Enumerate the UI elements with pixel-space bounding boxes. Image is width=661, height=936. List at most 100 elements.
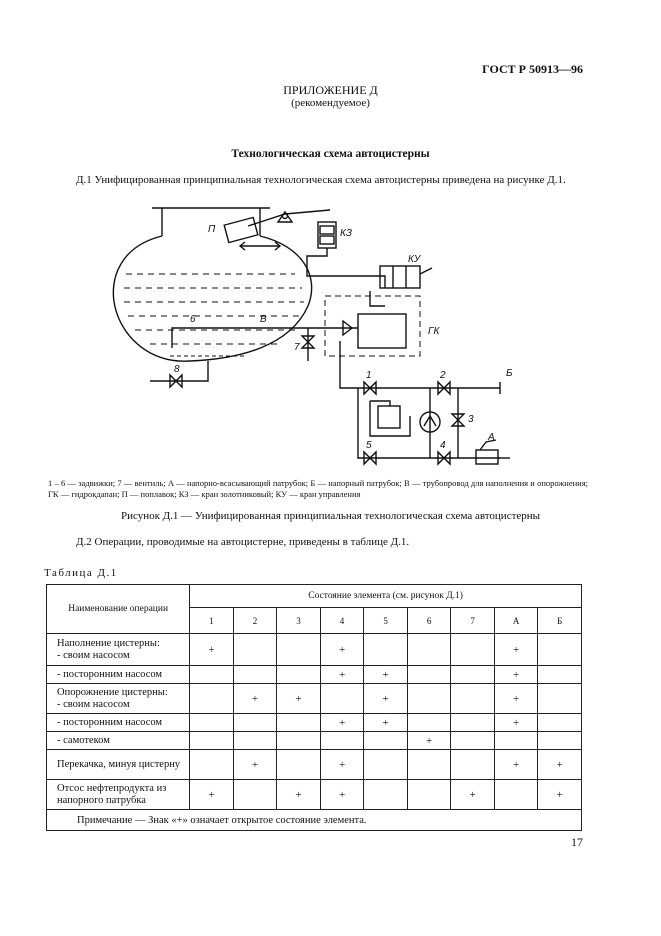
state-cell: + bbox=[232, 683, 278, 714]
label-gk: ГК bbox=[428, 326, 440, 337]
state-cell bbox=[450, 665, 495, 684]
label-kz: КЗ bbox=[340, 228, 352, 239]
operation-name: Отсос нефтепродукта из напорного патрубк… bbox=[45, 779, 191, 810]
state-cell bbox=[450, 713, 495, 732]
process-diagram: П КЗ КУ ГК В Б А 1 2 3 4 5 6 7 8 bbox=[112, 207, 513, 466]
state-cell bbox=[406, 749, 452, 780]
state-cell: + bbox=[406, 731, 452, 750]
table-note: Примечание — Знак «+» означает открытое … bbox=[46, 809, 582, 831]
state-cell: + bbox=[319, 749, 365, 780]
state-cell: + bbox=[450, 779, 495, 810]
valve-ku bbox=[369, 265, 433, 307]
table-row: Опорожнение цистерны: - своим насосом+++… bbox=[45, 683, 582, 714]
state-cell: + bbox=[537, 749, 582, 780]
state-cell bbox=[276, 749, 321, 780]
state-cell bbox=[232, 779, 278, 810]
section-title: Технологическая схема автоцистерны bbox=[231, 148, 430, 160]
appendix-heading: ПРИЛОЖЕНИЕ Д (рекомендуемое) bbox=[0, 84, 661, 110]
state-cell bbox=[276, 731, 321, 750]
tank bbox=[112, 207, 340, 362]
appendix-title: ПРИЛОЖЕНИЕ Д bbox=[283, 83, 378, 97]
state-cell bbox=[319, 731, 365, 750]
label-v: В bbox=[260, 314, 267, 325]
label-a: А bbox=[487, 432, 495, 443]
appendix-subtitle: (рекомендуемое) bbox=[291, 97, 370, 109]
note-row: Примечание — Знак «+» означает открытое … bbox=[46, 809, 582, 831]
table-row: Отсос нефтепродукта из напорного патрубк… bbox=[45, 779, 582, 810]
drain-line bbox=[150, 361, 209, 389]
state-cell bbox=[276, 665, 321, 684]
state-cell bbox=[406, 665, 452, 684]
column-header: Б bbox=[537, 607, 582, 634]
state-cell bbox=[406, 713, 452, 732]
state-cell bbox=[406, 683, 452, 714]
state-cell bbox=[232, 633, 278, 666]
state-cell bbox=[189, 683, 234, 714]
operation-name: - посторонним насосом bbox=[45, 665, 191, 684]
state-cell: + bbox=[493, 749, 539, 780]
pump-circuit bbox=[339, 341, 510, 466]
state-cell bbox=[450, 633, 495, 666]
operation-name: Опорожнение цистерны: - своим насосом bbox=[45, 683, 191, 714]
label-p: П bbox=[208, 224, 216, 235]
column-header: 4 bbox=[319, 607, 365, 634]
state-cell: + bbox=[319, 713, 365, 732]
state-cell bbox=[189, 665, 234, 684]
column-header: 1 bbox=[189, 607, 234, 634]
float-p bbox=[223, 209, 331, 251]
state-cell: + bbox=[537, 779, 582, 810]
state-cell bbox=[537, 665, 582, 684]
state-cell: + bbox=[319, 779, 365, 810]
column-header: 6 bbox=[406, 607, 452, 634]
state-cell bbox=[406, 779, 452, 810]
label-8: 8 bbox=[174, 364, 180, 375]
standard-header: ГОСТ Р 50913—96 bbox=[482, 62, 583, 76]
state-cell: + bbox=[276, 683, 321, 714]
state-cell bbox=[232, 713, 278, 732]
state-cell bbox=[363, 633, 408, 666]
element-state-header: Состояние элемента (см. рисунок Д.1) bbox=[189, 583, 582, 609]
state-cell bbox=[537, 633, 582, 666]
label-2: 2 bbox=[439, 370, 446, 381]
table-row: Перекачка, минуя цистерну++++ bbox=[45, 749, 582, 780]
label-3: 3 bbox=[468, 414, 474, 425]
state-cell: + bbox=[493, 683, 539, 714]
operation-name: Наполнение цистерны: - своим насосом bbox=[45, 633, 191, 666]
state-cell: + bbox=[363, 683, 408, 714]
operation-name: - самотеком bbox=[45, 731, 191, 750]
table-row: Наполнение цистерны: - своим насосом+++ bbox=[45, 633, 582, 666]
state-cell bbox=[450, 731, 495, 750]
state-cell bbox=[537, 713, 582, 732]
state-cell bbox=[363, 731, 408, 750]
state-cell: + bbox=[319, 665, 365, 684]
figure-caption: Рисунок Д.1 — Унифицированная принципиал… bbox=[120, 510, 541, 522]
table-row: - посторонним насосом+++ bbox=[45, 665, 582, 684]
label-4: 4 bbox=[440, 440, 446, 451]
valve-7 bbox=[300, 328, 316, 361]
label-1: 1 bbox=[366, 370, 372, 381]
state-cell bbox=[319, 683, 365, 714]
label-5: 5 bbox=[366, 440, 372, 451]
column-header: 5 bbox=[363, 607, 408, 634]
label-ku: КУ bbox=[408, 254, 422, 265]
state-cell bbox=[232, 665, 278, 684]
operations-table: Наименование операции Состояние элемента… bbox=[45, 583, 582, 831]
state-cell bbox=[363, 749, 408, 780]
column-header: 3 bbox=[276, 607, 321, 634]
operation-name: Перекачка, минуя цистерну bbox=[45, 749, 191, 780]
state-cell: + bbox=[189, 633, 234, 666]
valve-gk bbox=[324, 295, 421, 357]
valve-kz bbox=[306, 221, 386, 288]
paragraph-d2: Д.2 Операции, проводимые на автоцистерне… bbox=[76, 536, 410, 548]
state-cell bbox=[493, 779, 539, 810]
paragraph-d1: Д.1 Унифицированная принципиальная техно… bbox=[76, 174, 566, 186]
state-cell: + bbox=[276, 779, 321, 810]
state-cell bbox=[493, 731, 539, 750]
label-b: Б bbox=[506, 368, 513, 379]
state-cell bbox=[450, 749, 495, 780]
table-row: - посторонним насосом+++ bbox=[45, 713, 582, 732]
state-cell bbox=[450, 683, 495, 714]
state-cell bbox=[276, 713, 321, 732]
label-7: 7 bbox=[294, 342, 300, 353]
